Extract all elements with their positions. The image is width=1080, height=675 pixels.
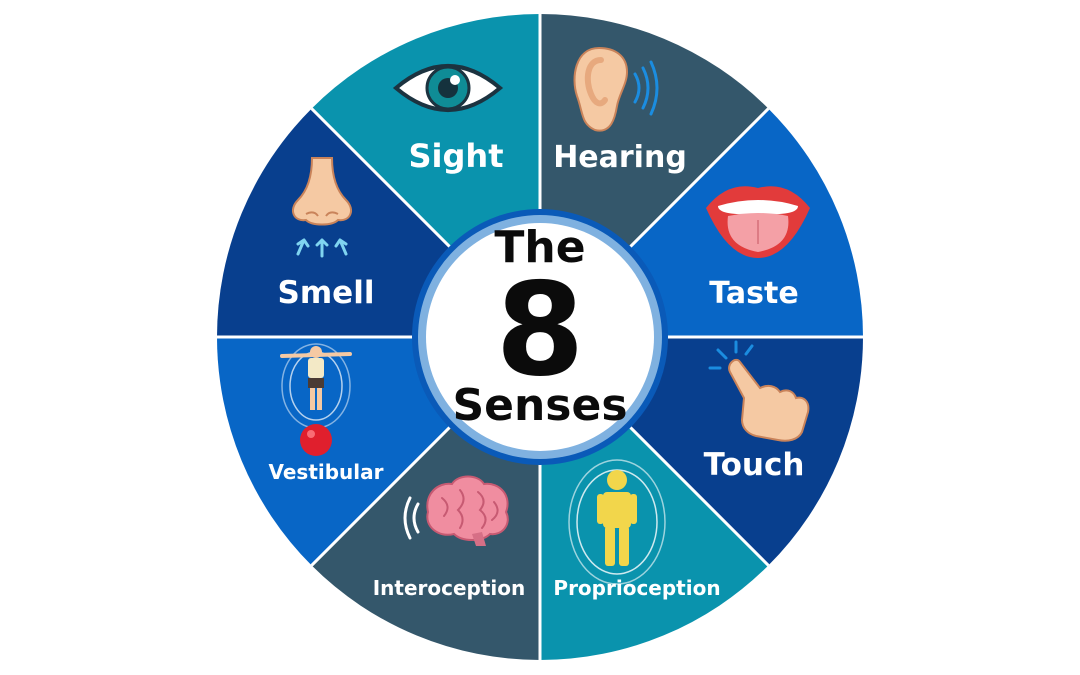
center-disc: [426, 223, 654, 451]
pointing-hand-icon: [708, 340, 810, 442]
eye-icon: [392, 64, 504, 112]
body-awareness-icon: [568, 459, 666, 585]
label-sight: Sight: [409, 137, 504, 175]
center-title-senses: Senses: [452, 380, 627, 431]
nose-icon: [291, 157, 353, 258]
label-taste: Taste: [709, 276, 798, 311]
label-interoception: Interoception: [373, 576, 526, 600]
label-smell: Smell: [278, 275, 375, 311]
brain-icon: [403, 475, 509, 546]
label-touch: Touch: [704, 447, 805, 483]
center-title-number: 8: [495, 256, 584, 405]
balancing-person-icon: [280, 343, 352, 456]
mouth-icon: [706, 186, 810, 258]
label-proprioception: Proprioception: [553, 576, 720, 600]
center-badge: The 8 Senses: [412, 209, 668, 465]
segment-labels: Sight Hearing Taste Touch Proprioception…: [268, 137, 804, 600]
label-hearing: Hearing: [553, 140, 687, 175]
center-title-the: The: [494, 222, 585, 273]
ear-icon: [573, 46, 659, 132]
label-vestibular: Vestibular: [268, 460, 383, 484]
